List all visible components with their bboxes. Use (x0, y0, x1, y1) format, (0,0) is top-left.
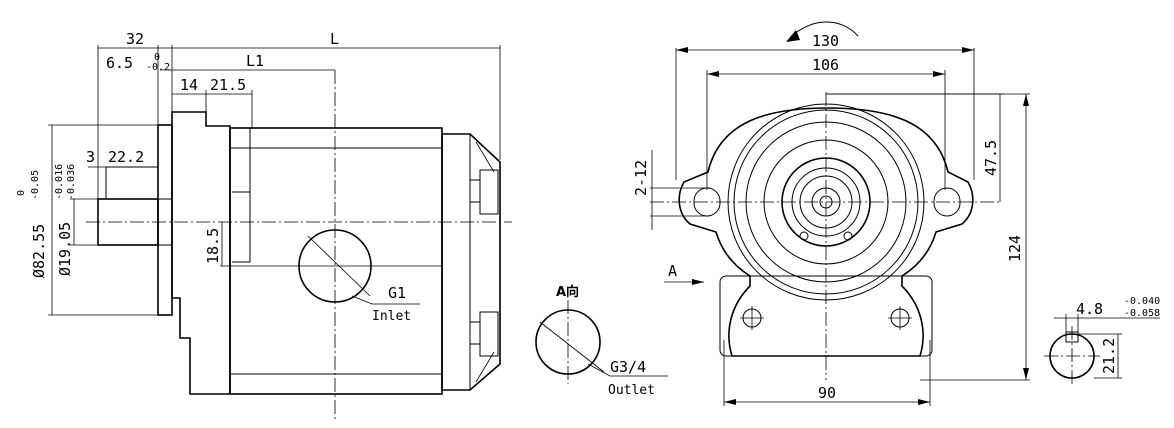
dim-4-8: 4.8 (1076, 300, 1103, 318)
dim-130: 130 (812, 32, 839, 50)
dim-32: 32 (126, 30, 144, 48)
outlet-port (535, 309, 601, 375)
key-view: 4.8 -0.040 -0.058 21.2 (1044, 296, 1160, 386)
view-a: A向 G3/4 Outlet (535, 284, 668, 398)
dim-47-5: 47.5 (982, 140, 1000, 176)
dim-124: 124 (1006, 235, 1024, 262)
dim-90: 90 (818, 384, 836, 402)
front-flange (678, 107, 974, 357)
tol-4-8-lower: -0.058 (1124, 308, 1160, 319)
inlet-caption: Inlet (372, 309, 411, 324)
front-cover (171, 111, 231, 395)
dim-106: 106 (812, 56, 839, 74)
dim-21-5: 21.5 (210, 76, 246, 94)
front-view: 130 106 2-12 47.5 124 90 A (632, 21, 1030, 406)
side-view: 32 L 6.5 0 -0.2 L1 14 21.5 3 22.2 Ø82.55… (16, 30, 512, 420)
tol-82-55-lower: -0.05 (30, 170, 41, 200)
dim-6-5: 6.5 (106, 54, 133, 72)
rear-cover (441, 133, 501, 391)
outlet-port-label: G3/4 (610, 358, 646, 376)
tol-6-5-upper: 0 (154, 52, 160, 63)
dim-14: 14 (180, 76, 198, 94)
dim-2-12: 2-12 (632, 160, 650, 196)
dim-18-5: 18.5 (204, 228, 222, 264)
dim-3: 3 (86, 148, 95, 166)
rear-bolt-top (479, 169, 499, 215)
mounting-flange (157, 124, 173, 316)
dim-82-55: Ø82.55 (30, 224, 48, 278)
dim-19-05: Ø19.05 (56, 222, 74, 276)
tol-82-55-upper: 0 (16, 190, 27, 196)
dim-l: L (330, 30, 339, 48)
dim-21-2: 21.2 (1100, 338, 1118, 374)
dim-22-2: 22.2 (108, 148, 144, 166)
tol-19-05-lower: -0.036 (66, 164, 77, 200)
tol-19-05-upper: -0.016 (54, 164, 65, 200)
view-a-arrow-label: A (668, 262, 677, 280)
tol-4-8-upper: -0.040 (1124, 296, 1160, 307)
tol-6-5-lower: -0.2 (146, 62, 170, 73)
pump-body (229, 127, 443, 395)
shaft-key (105, 166, 159, 200)
outlet-caption: Outlet (608, 383, 655, 398)
inlet-port-label: G1 (388, 284, 406, 302)
view-a-title: A向 (556, 284, 579, 300)
rear-bolt-bottom (479, 311, 499, 357)
dim-l1: L1 (246, 52, 264, 70)
